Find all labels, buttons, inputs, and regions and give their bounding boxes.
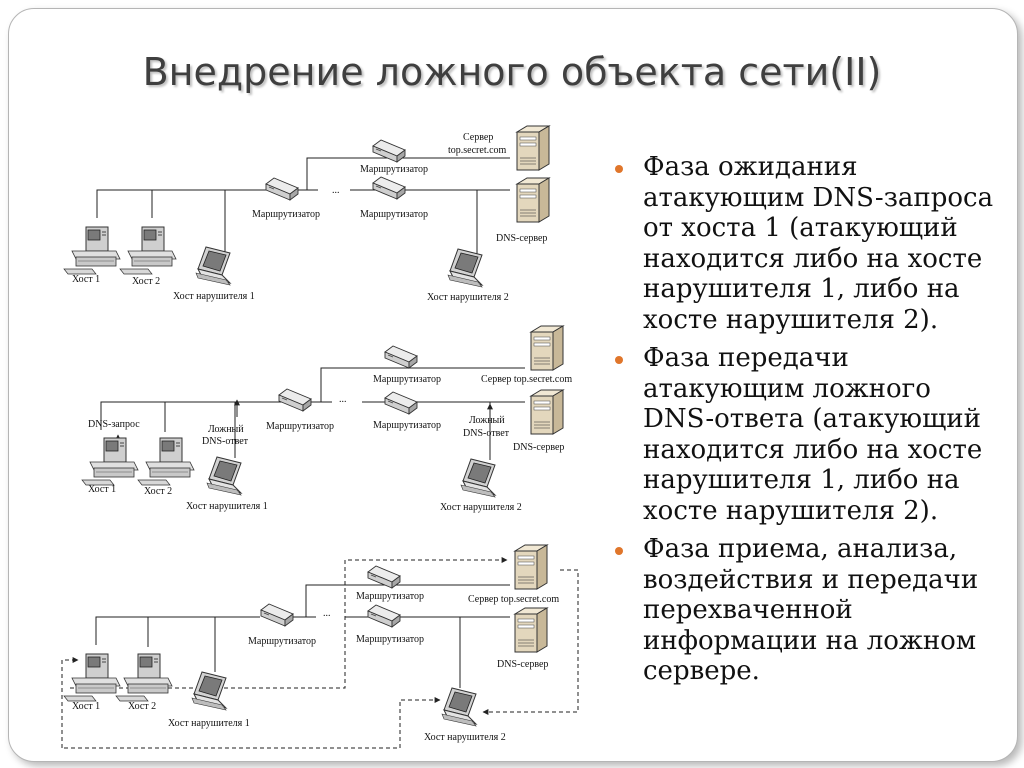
svg-text:Хост нарушителя 2: Хост нарушителя 2: [424, 732, 506, 743]
svg-text:Маршрутизатор: Маршрутизатор: [252, 209, 320, 220]
diagram-phase-1-labels: ... Сервер top.secret.com Маршрутизатор …: [72, 132, 547, 303]
bullet-text: Фаза приема, анализа, воздействия и пере…: [643, 534, 979, 686]
svg-text:Сервер top.secret.com: Сервер top.secret.com: [468, 594, 559, 605]
router-icon: [265, 177, 299, 201]
diagram-phase-3-dashed-paths: [61, 557, 579, 749]
svg-text:...: ...: [332, 185, 340, 196]
slide-title: Внедрение ложного объекта сети(II): [142, 50, 882, 94]
intruder-2-laptop-icon: [447, 248, 483, 288]
svg-text:Маршрутизатор: Маршрутизатор: [360, 209, 428, 220]
network-diagram: ... Сервер top.secret.com Маршрутизатор …: [61, 125, 579, 749]
router-icon: [372, 176, 406, 200]
svg-text:Ложный: Ложный: [208, 424, 244, 435]
svg-text:Хост 2: Хост 2: [144, 486, 172, 497]
server-icon: [514, 544, 548, 590]
intruder-2-laptop-icon: [441, 687, 477, 727]
dns-server-icon: [516, 177, 550, 223]
diagram-phase-3-labels: ... Маршрутизатор Маршрутизатор Маршрути…: [72, 591, 559, 743]
bullet-dot-icon: [615, 165, 623, 173]
svg-text:Маршрутизатор: Маршрутизатор: [356, 634, 424, 645]
router-icon: [278, 388, 312, 412]
svg-text:DNS-сервер: DNS-сервер: [513, 442, 564, 453]
bullet-text: Фаза передачи атакующим ложного DNS-отве…: [643, 343, 983, 526]
router-icon: [260, 603, 294, 627]
svg-text:DNS-сервер: DNS-сервер: [496, 233, 547, 244]
router-icon: [367, 604, 401, 628]
slide-frame: [8, 8, 1018, 762]
host-1-pc-icon: [63, 226, 121, 275]
svg-text:Хост 1: Хост 1: [88, 484, 116, 495]
svg-text:Хост нарушителя 1: Хост нарушителя 1: [186, 501, 268, 512]
svg-text:Маршрутизатор: Маршрутизатор: [356, 591, 424, 602]
svg-text:Хост нарушителя 2: Хост нарушителя 2: [427, 292, 509, 303]
svg-text:Хост нарушителя 1: Хост нарушителя 1: [168, 718, 250, 729]
svg-text:Хост нарушителя 2: Хост нарушителя 2: [440, 502, 522, 513]
server-icon: [530, 325, 564, 371]
svg-text:Маршрутизатор: Маршрутизатор: [373, 374, 441, 385]
svg-text:Маршрутизатор: Маршрутизатор: [373, 420, 441, 431]
host-1-pc-icon: [81, 437, 139, 486]
host-2-pc-icon: [115, 653, 173, 702]
svg-text:Хост 1: Хост 1: [72, 701, 100, 712]
host-2-pc-icon: [119, 226, 177, 275]
intruder-2-laptop-icon: [460, 458, 496, 498]
host-2-pc-icon: [137, 437, 195, 486]
svg-text:...: ...: [339, 394, 347, 405]
svg-text:Хост 2: Хост 2: [128, 701, 156, 712]
dns-server-icon: [530, 389, 564, 435]
svg-text:Маршрутизатор: Маршрутизатор: [266, 421, 334, 432]
svg-text:Маршрутизатор: Маршрутизатор: [360, 164, 428, 175]
svg-text:...: ...: [323, 608, 331, 619]
router-icon: [384, 345, 418, 369]
server-icon: [516, 125, 550, 171]
svg-text:Хост 2: Хост 2: [132, 276, 160, 287]
intruder-1-laptop-icon: [195, 246, 231, 286]
dns-server-icon: [514, 607, 548, 653]
svg-text:Ложный: Ложный: [469, 415, 505, 426]
bullet-text: Фаза ожидания атакующим DNS-запроса от х…: [643, 152, 994, 335]
intruder-1-laptop-icon: [191, 671, 227, 711]
svg-text:Сервер: Сервер: [463, 132, 493, 143]
host-1-pc-icon: [63, 653, 121, 702]
bullet-dot-icon: [615, 547, 623, 555]
bullet-item: Фаза приема, анализа, воздействия и пере…: [612, 534, 1007, 687]
svg-text:DNS-сервер: DNS-сервер: [497, 659, 548, 670]
svg-text:DNS-запрос: DNS-запрос: [88, 419, 140, 430]
svg-text:DNS-ответ: DNS-ответ: [463, 428, 510, 439]
svg-text:Сервер top.secret.com: Сервер top.secret.com: [481, 374, 572, 385]
svg-text:DNS-ответ: DNS-ответ: [202, 436, 249, 447]
svg-text:Хост нарушителя 1: Хост нарушителя 1: [173, 291, 255, 302]
router-icon: [372, 139, 406, 163]
svg-text:top.secret.com: top.secret.com: [448, 145, 507, 156]
bullet-list: Фаза ожидания атакующим DNS-запроса от х…: [612, 152, 1007, 695]
svg-text:Маршрутизатор: Маршрутизатор: [248, 636, 316, 647]
bullet-item: Фаза ожидания атакующим DNS-запроса от х…: [612, 152, 1007, 335]
diagram-phase-2-labels: ... Маршрутизатор Маршрутизатор Маршрути…: [88, 374, 572, 513]
diagram-phase-2-nodes: [81, 325, 564, 498]
bullet-dot-icon: [615, 356, 623, 364]
bullet-item: Фаза передачи атакующим ложного DNS-отве…: [612, 343, 1007, 526]
intruder-1-laptop-icon: [206, 456, 242, 496]
svg-text:Хост 1: Хост 1: [72, 274, 100, 285]
router-icon: [384, 391, 418, 415]
